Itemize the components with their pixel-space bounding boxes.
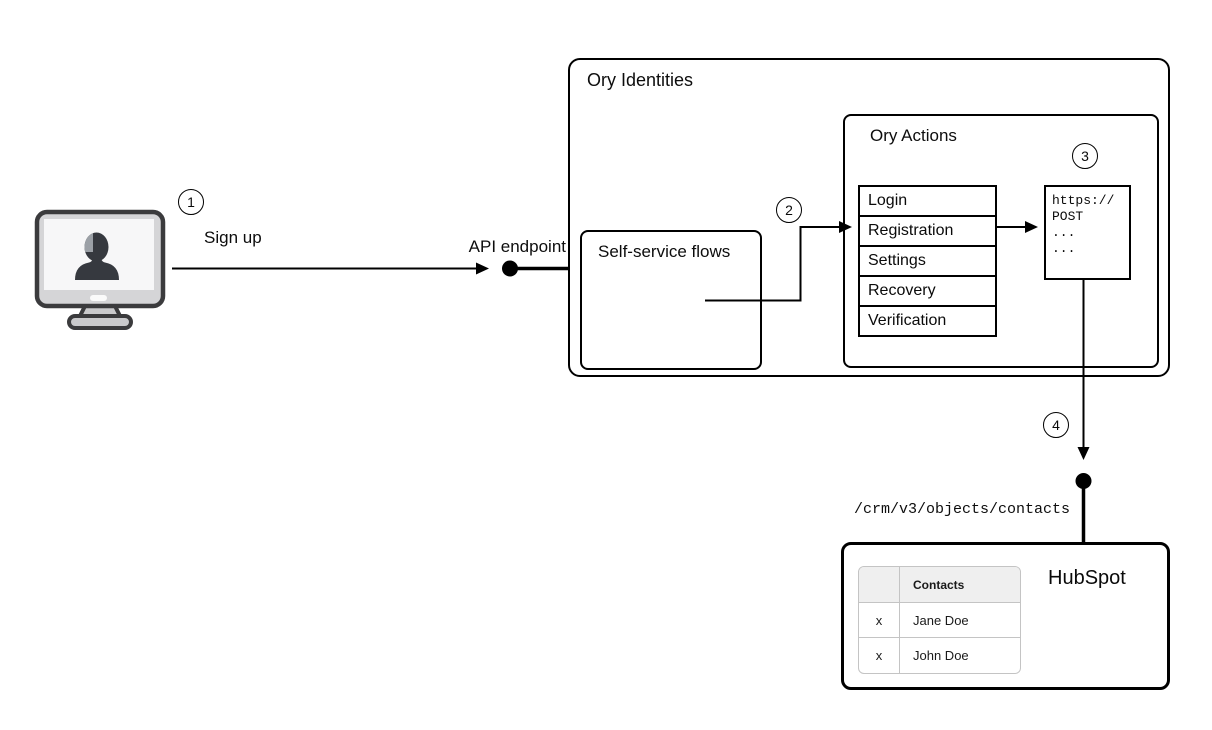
webhook-code-box: https:// POST ... ... (1044, 185, 1131, 280)
flow-row-verification: Verification (858, 305, 997, 337)
self-service-flows-box: Self-service flows (580, 230, 762, 370)
hubspot-title: HubSpot (1048, 567, 1126, 589)
ory-identities-title: Ory Identities (587, 70, 694, 90)
step-1-badge: 1 (178, 189, 204, 215)
hubspot-endpoint-path-label: /crm/v3/objects/contacts (853, 501, 1070, 518)
flow-row-registration: Registration (858, 215, 997, 247)
contacts-table: Contacts x Jane Doe x John Doe (858, 566, 1021, 674)
contact-row-name: Jane Doe (900, 603, 1020, 638)
contact-row-marker: x (859, 638, 900, 673)
flow-list: Login Registration Settings Recovery Ver… (858, 185, 997, 337)
user-device (33, 208, 167, 337)
code-line: ... (1052, 241, 1076, 256)
flow-row-recovery: Recovery (858, 275, 997, 307)
code-line: https:// (1052, 193, 1115, 208)
signup-label: Sign up (204, 228, 262, 247)
self-service-flows-title: Self-service flows (598, 242, 731, 261)
down-arrowhead (1077, 447, 1090, 460)
contact-row-marker: x (859, 603, 900, 638)
api-endpoint-label: API endpoint (468, 237, 566, 256)
contacts-table-header-blank (859, 567, 900, 603)
code-line: POST (1052, 209, 1084, 224)
hubspot-box: HubSpot Contacts x Jane Doe x John Doe (841, 542, 1170, 690)
contact-row-name: John Doe (913, 648, 969, 663)
step-3-badge: 3 (1072, 143, 1098, 169)
signup-arrowhead (476, 262, 489, 275)
step-2-badge: 2 (776, 197, 802, 223)
flow-row-login: Login (858, 185, 997, 217)
ory-actions-box: Ory Actions Login Registration Settings … (843, 114, 1159, 368)
hubspot-endpoint-dot (1075, 473, 1092, 489)
contacts-table-header-contacts: Contacts (900, 567, 1020, 603)
step-4-badge: 4 (1043, 412, 1069, 438)
code-line: ... (1052, 225, 1076, 240)
ory-actions-title: Ory Actions (870, 126, 957, 145)
api-endpoint-dot (502, 260, 518, 277)
ory-identities-box: Ory Identities Self-service flows Ory Ac… (568, 58, 1170, 377)
monitor-user-icon (34, 209, 166, 330)
flow-row-settings: Settings (858, 245, 997, 277)
